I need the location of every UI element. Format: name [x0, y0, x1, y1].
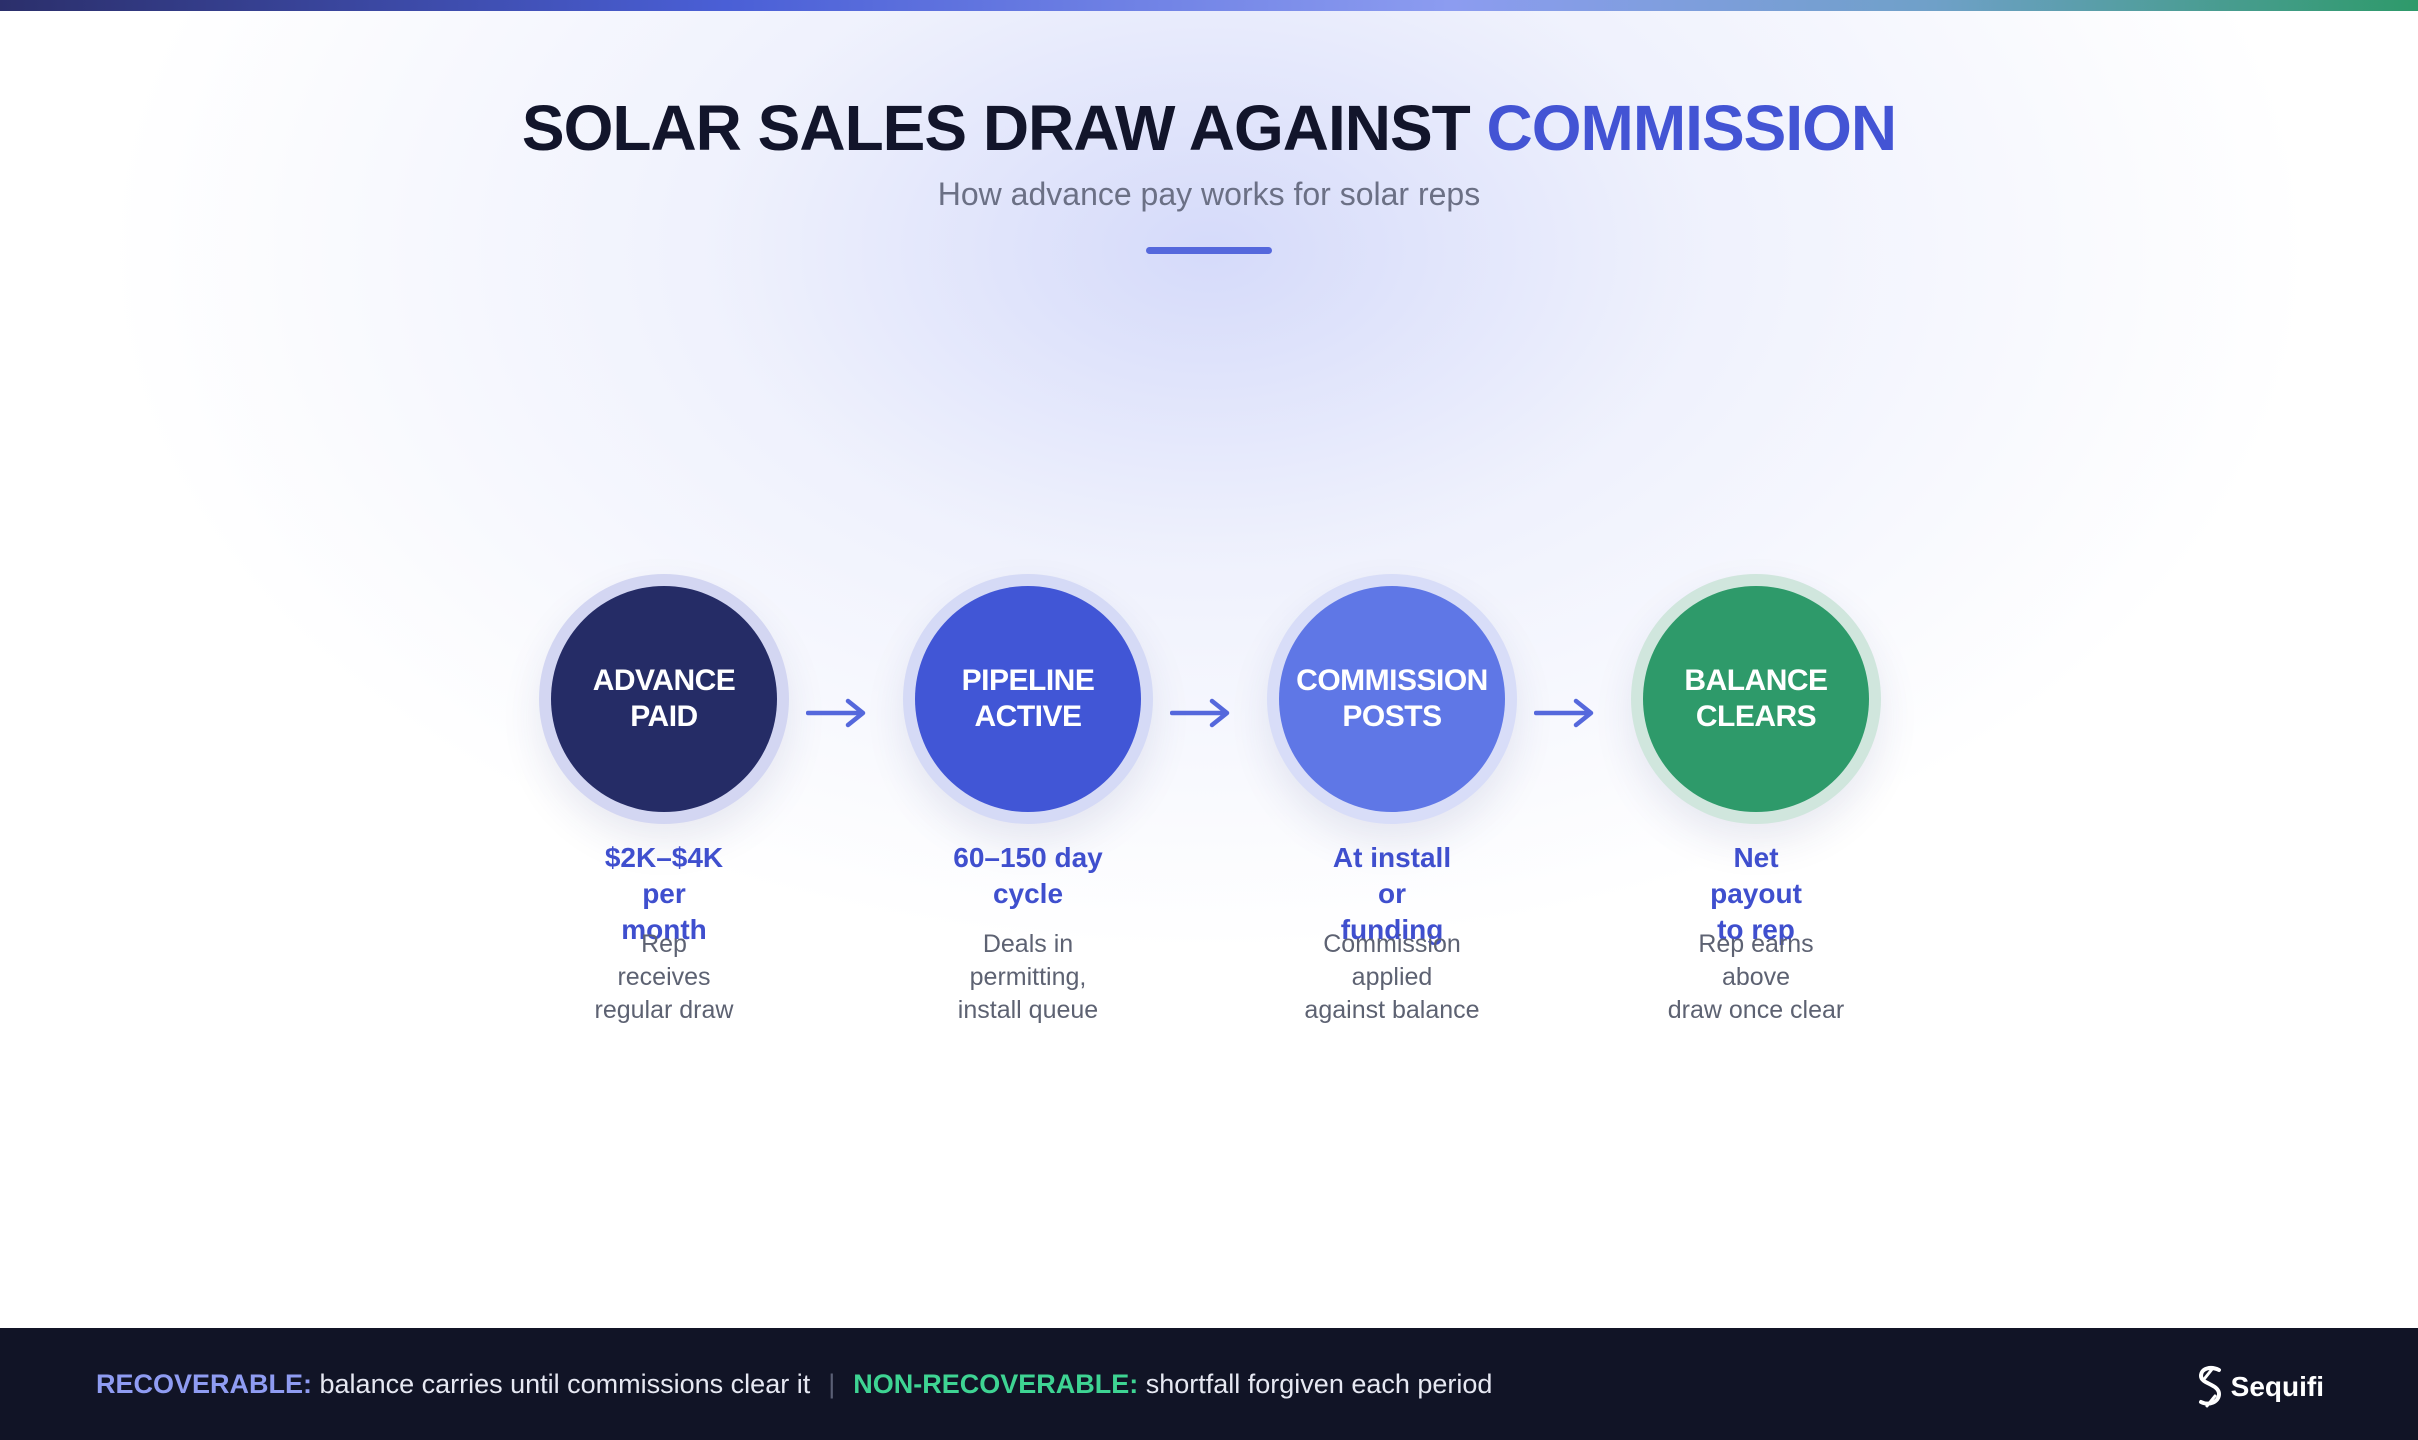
non-recoverable-text: shortfall forgiven each period	[1138, 1369, 1493, 1399]
step-value: At install or funding	[1332, 842, 1452, 945]
step-label: BALANCE CLEARS	[1684, 664, 1828, 733]
step-circle: ADVANCE PAID	[551, 586, 777, 812]
step-ring: ADVANCE PAID	[539, 574, 789, 824]
page-title: SOLAR SALES DRAW AGAINST COMMISSION	[0, 88, 2418, 168]
step-value: Net payout to rep	[1710, 842, 1802, 945]
step-ring: PIPELINE ACTIVE	[903, 574, 1153, 824]
step-ring: COMMISSION POSTS	[1267, 574, 1517, 824]
step-circle: COMMISSION POSTS	[1279, 586, 1505, 812]
page-subtitle: How advance pay works for solar reps	[937, 176, 1481, 212]
footer-bar: RECOVERABLE: balance carries until commi…	[0, 1328, 2418, 1440]
step-circle: PIPELINE ACTIVE	[915, 586, 1141, 812]
step-description: Rep earns above draw once clear	[1667, 930, 1845, 1024]
step-label: PIPELINE ACTIVE	[961, 664, 1095, 733]
step-description: Deals in permitting, install queue	[957, 930, 1099, 1024]
step-description: Commission applied against balance	[1304, 930, 1480, 1024]
non-recoverable-tag: NON-RECOVERABLE:	[853, 1369, 1139, 1399]
title-underline	[1146, 247, 1272, 254]
step-description: Rep receives regular draw	[594, 930, 734, 1024]
title-main: SOLAR SALES DRAW AGAINST	[521, 92, 1487, 164]
recoverable-text: balance carries until commissions clear …	[312, 1369, 811, 1399]
arrow-right-icon	[1534, 698, 1594, 728]
arrow-right-icon	[806, 698, 866, 728]
top-gradient-bar	[0, 0, 2418, 11]
sequifi-logo-icon	[2198, 1366, 2221, 1408]
arrow-right-icon	[1170, 698, 1230, 728]
brand-name: Sequifi	[2230, 1371, 2324, 1402]
title-accent: COMMISSION	[1486, 92, 1898, 164]
legend-separator: |	[828, 1369, 836, 1399]
recoverable-tag: RECOVERABLE:	[96, 1369, 313, 1399]
footer-legend: RECOVERABLE: balance carries until commi…	[96, 1366, 1492, 1402]
step-label: ADVANCE PAID	[592, 664, 736, 733]
brand-logo: Sequifi	[2193, 1364, 2324, 1410]
step-circle: BALANCE CLEARS	[1643, 586, 1869, 812]
step-ring: BALANCE CLEARS	[1631, 574, 1881, 824]
step-label: COMMISSION POSTS	[1296, 664, 1488, 733]
step-value: 60–150 day cycle	[953, 842, 1103, 909]
step-value: $2K–$4K per month	[604, 842, 724, 945]
